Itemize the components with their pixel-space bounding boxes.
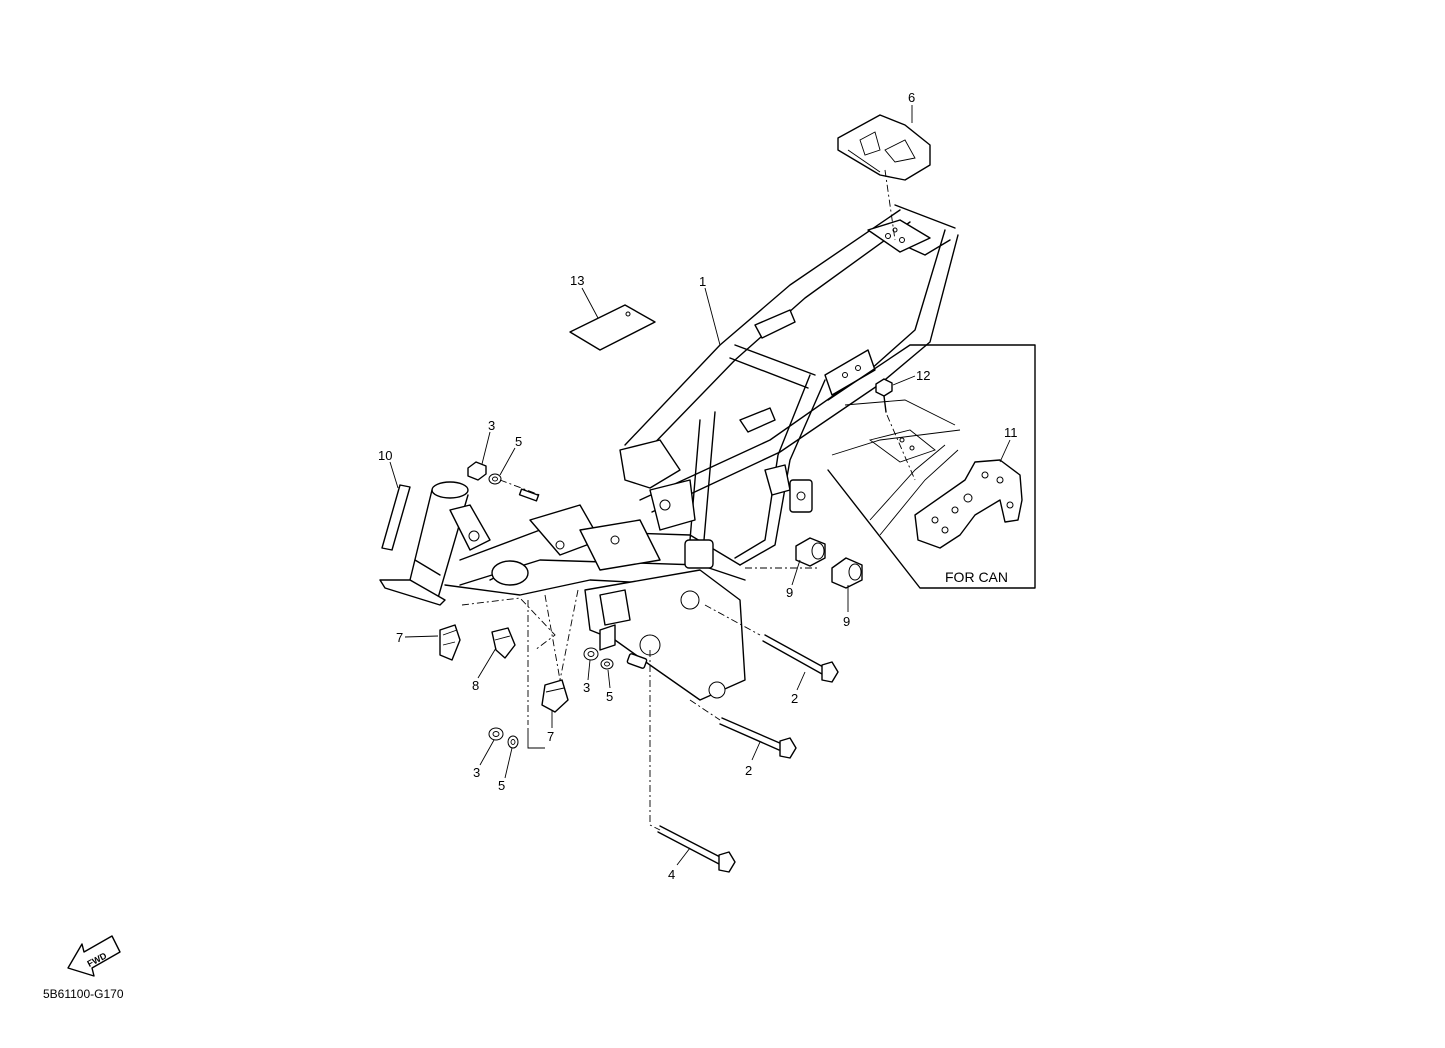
part-2-bolt-upper bbox=[704, 604, 839, 683]
callout-2-lower: 2 bbox=[745, 763, 752, 778]
callout-12: 12 bbox=[916, 368, 930, 383]
callout-9-lower: 9 bbox=[843, 614, 850, 629]
callout-8: 8 bbox=[472, 678, 479, 693]
callout-3-upper: 3 bbox=[488, 418, 495, 433]
callout-13: 13 bbox=[570, 273, 584, 288]
part-13-label bbox=[569, 304, 656, 351]
callout-11: 11 bbox=[1004, 425, 1018, 440]
main-frame bbox=[379, 204, 959, 701]
part-2-bolt-lower bbox=[689, 699, 797, 759]
callout-7-right: 7 bbox=[547, 729, 554, 744]
part-7-clamp-left bbox=[439, 624, 461, 661]
callout-5-lower: 5 bbox=[498, 778, 505, 793]
callout-3-lower: 3 bbox=[473, 765, 480, 780]
callout-9-upper: 9 bbox=[786, 585, 793, 600]
callout-numbers: 6 1 13 3 5 10 12 11 7 8 7 3 5 3 5 9 9 2 … bbox=[378, 90, 1018, 882]
fwd-arrow: FWD bbox=[67, 935, 121, 977]
callout-1: 1 bbox=[699, 274, 706, 289]
callout-6: 6 bbox=[908, 90, 915, 105]
part-11-bracket bbox=[914, 459, 1023, 549]
head-pipe bbox=[379, 481, 491, 606]
callout-4: 4 bbox=[668, 867, 675, 882]
callout-10: 10 bbox=[378, 448, 392, 463]
leader-lines bbox=[389, 105, 1011, 866]
callout-5-mid: 5 bbox=[606, 689, 613, 704]
nut-washer-upper bbox=[467, 461, 502, 485]
part-9-bushing-lower bbox=[831, 557, 863, 589]
part-12-bolt bbox=[875, 378, 893, 413]
callout-5-upper: 5 bbox=[515, 434, 522, 449]
part-10-strip bbox=[381, 484, 411, 551]
inset-label: FOR CAN bbox=[945, 569, 1008, 585]
part-7-clamp-right bbox=[541, 679, 569, 713]
diagram-code: 5B61100-G170 bbox=[43, 987, 124, 1001]
nut-washer-lower bbox=[488, 727, 519, 749]
part-9-bushing-upper bbox=[795, 537, 826, 567]
pivot-plate bbox=[584, 569, 746, 701]
nut-washer-mid bbox=[583, 647, 648, 670]
callout-7-left: 7 bbox=[396, 630, 403, 645]
part-6-bracket bbox=[837, 114, 931, 181]
part-8-clamp bbox=[491, 627, 516, 659]
callout-3-mid: 3 bbox=[583, 680, 590, 695]
inset-for-can: FOR CAN bbox=[827, 344, 1036, 589]
part-4-bolt bbox=[649, 650, 736, 873]
callout-2-upper: 2 bbox=[791, 691, 798, 706]
